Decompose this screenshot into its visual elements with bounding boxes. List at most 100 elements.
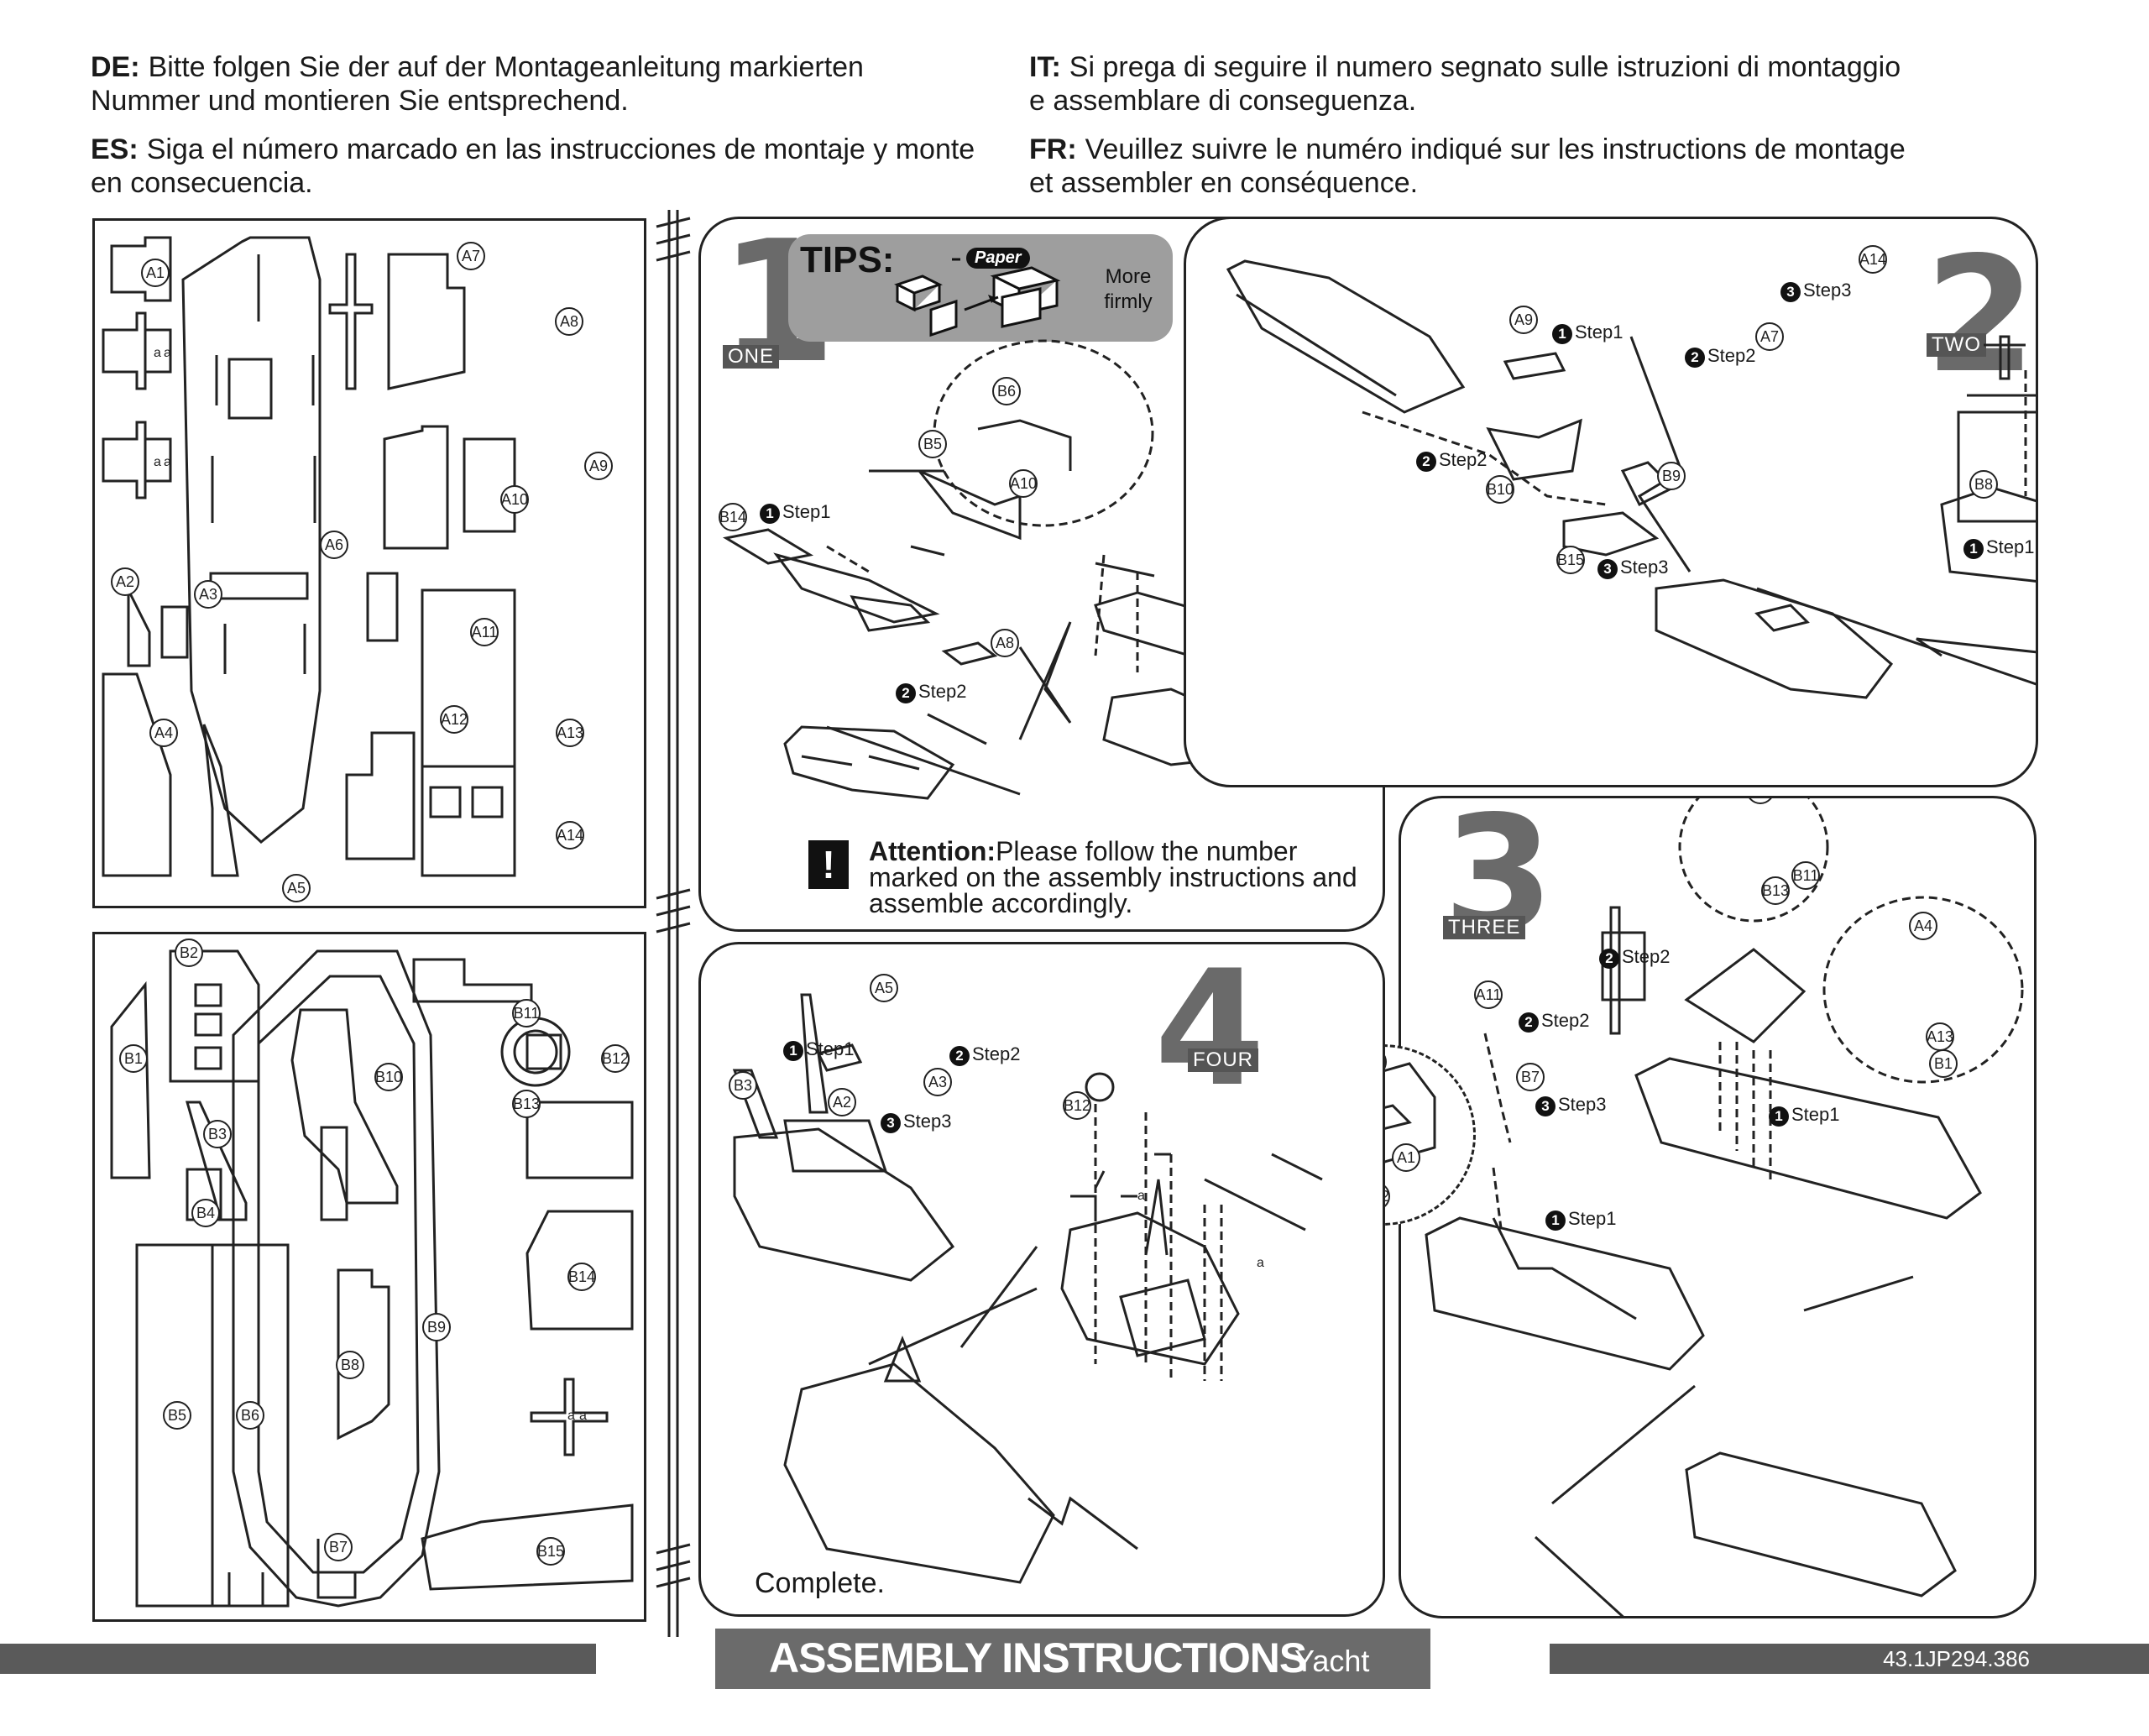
joint-label-a: a <box>1257 1256 1264 1270</box>
label-b15: B15 <box>1557 552 1584 568</box>
footer-subtitle: Yacht <box>1294 1644 1370 1678</box>
instruction-fr: FR:Veuillez suivre le numéro indiqué sur… <box>1029 133 1906 199</box>
sheet-b-outlines: B1 B2 B3 B4 B5 B6 B7 B8 B9 B10 B11 B12 B… <box>110 939 634 1608</box>
label-b6: B6 <box>241 1407 259 1424</box>
label-b3: B3 <box>208 1126 227 1143</box>
label-b14: B14 <box>568 1268 595 1285</box>
label-b13: B13 <box>513 1095 540 1112</box>
label-b12: B12 <box>1064 1097 1090 1114</box>
product-code: 43.1JP294.386 <box>1883 1646 2030 1671</box>
complete-label: Complete. <box>755 1567 885 1599</box>
joint-label-a: a <box>154 455 161 469</box>
joint-label-a: a <box>154 346 161 360</box>
label-b10: B10 <box>375 1069 402 1085</box>
footer-title-banner: ASSEMBLY INSTRUCTIONS Yacht <box>715 1629 1430 1689</box>
label-a7: A7 <box>462 248 480 264</box>
paper-badge: Paper <box>966 248 1030 269</box>
label-a1: A1 <box>146 264 165 281</box>
label-b2: B2 <box>180 944 198 961</box>
label-b9: B9 <box>427 1319 446 1336</box>
tips-illustration <box>894 258 1061 337</box>
step-panel-4: 4 FOUR A5 B3 A2 A3 B12 a a <box>698 942 1385 1617</box>
label-a5: A5 <box>287 880 306 897</box>
panel4-diagram: A5 B3 A2 A3 B12 a a <box>729 974 1323 1584</box>
label-a9: A9 <box>589 458 608 474</box>
label-b3: B3 <box>734 1077 752 1094</box>
panel-number-2: 2 <box>1925 222 2037 408</box>
label-a10: A10 <box>501 491 528 508</box>
label-a4: A4 <box>1914 918 1932 934</box>
label-b7: B7 <box>1521 1069 1540 1085</box>
label-a3: A3 <box>928 1074 947 1090</box>
parts-sheet-b: B1 B2 B3 B4 B5 B6 B7 B8 B9 B10 B11 B12 B… <box>92 932 646 1622</box>
tips-note: More firmly <box>1104 265 1153 313</box>
panel-word-four: FOUR <box>1188 1048 1258 1072</box>
label-b14: B14 <box>719 509 746 526</box>
label-b6: B6 <box>997 383 1016 400</box>
joint-label-a: a <box>164 455 171 469</box>
label-b15: B15 <box>537 1543 564 1560</box>
sheet-a-outlines: A1 A2 A3 A4 A5 A6 A7 A8 A9 A10 A11 A12 A… <box>102 236 613 902</box>
footer-title: ASSEMBLY INSTRUCTIONS <box>769 1634 1307 1681</box>
attention-note: Attention:Please follow the number marke… <box>869 836 1357 918</box>
step-panel-3: 3 THREE B4 B11 B13 A4 A13 B1 A11 B7 2Ste… <box>1399 795 2037 1618</box>
label-a3: A3 <box>199 586 217 603</box>
label-a9: A9 <box>1514 311 1533 328</box>
label-b5: B5 <box>923 436 942 452</box>
label-a10: A10 <box>1010 475 1037 492</box>
label-b5: B5 <box>168 1407 186 1424</box>
label-b7: B7 <box>329 1539 348 1556</box>
label-b1: B1 <box>1934 1055 1953 1072</box>
label-a2: A2 <box>116 573 134 590</box>
joint-label-a: a <box>1137 1189 1145 1203</box>
label-b8: B8 <box>1974 476 1993 493</box>
label-b1: B1 <box>124 1050 143 1067</box>
label-a6: A6 <box>325 536 343 553</box>
label-b11: B11 <box>1793 867 1819 884</box>
label-a13: A13 <box>557 724 583 741</box>
label-a7: A7 <box>1760 328 1779 345</box>
cut-marks <box>656 210 691 1637</box>
label-a1: A1 <box>1397 1149 1415 1166</box>
label-a13: A13 <box>1927 1028 1953 1045</box>
label-a5: A5 <box>875 980 893 996</box>
label-a14: A14 <box>1859 251 1886 268</box>
label-b4: B4 <box>196 1205 215 1221</box>
label-a11: A11 <box>472 624 498 641</box>
footer-bar-right <box>1550 1644 2149 1674</box>
footer-bar-left <box>0 1644 596 1674</box>
panel-number-4: 4 <box>1154 936 1266 1122</box>
label-b13: B13 <box>1762 882 1789 899</box>
step-panel-2: 2 TWO A9 B10 B9 B15 A14 A7 <box>1184 217 2038 787</box>
panel3-diagram: B4 B11 B13 A4 A13 B1 A11 B7 <box>1425 798 2024 1616</box>
panel-word-three: THREE <box>1443 916 1526 939</box>
joint-label-a: a <box>579 1409 587 1423</box>
label-b8: B8 <box>341 1357 359 1373</box>
panel-word-one: ONE <box>723 345 780 369</box>
label-a8: A8 <box>560 313 578 330</box>
label-a11: A11 <box>1476 986 1502 1003</box>
panel2-diagram: A9 B10 B9 B15 A14 A7 B8 <box>1226 245 2036 699</box>
panel-word-two: TWO <box>1927 333 1986 357</box>
label-a12: A12 <box>441 711 468 728</box>
label-b10: B10 <box>1487 481 1514 498</box>
label-b11: B11 <box>514 1005 540 1022</box>
label-a14: A14 <box>557 827 583 844</box>
label-b12: B12 <box>602 1050 629 1067</box>
instruction-de: DE:Bitte folgen Sie der auf der Montagea… <box>91 51 864 117</box>
